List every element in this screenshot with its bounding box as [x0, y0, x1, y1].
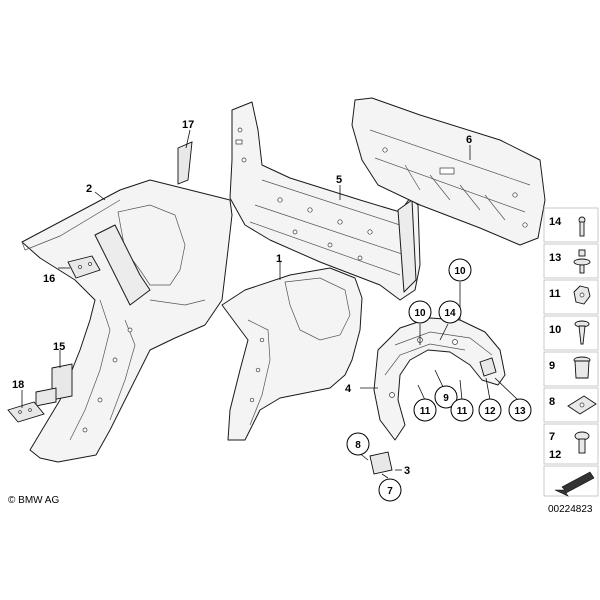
callout-11-left[interactable]: 11	[413, 398, 437, 422]
clip-nut-icon	[567, 395, 597, 415]
label-6: 6	[466, 134, 472, 146]
svg-text:7: 7	[387, 486, 393, 497]
svg-text:7: 7	[549, 431, 555, 443]
part-5-rail[interactable]	[229, 101, 421, 301]
callout-7[interactable]: 7	[378, 478, 402, 502]
label-15: 15	[53, 341, 65, 353]
part-17-strip[interactable]	[177, 141, 193, 185]
sidebar-item-14[interactable]: 14	[543, 207, 599, 243]
expansion-nut-icon	[573, 356, 591, 379]
callout-8[interactable]: 8	[346, 432, 370, 456]
callout-14[interactable]: 14	[438, 300, 462, 324]
callout-11-right[interactable]: 11	[450, 398, 474, 422]
direction-arrow-box	[543, 465, 599, 497]
part-3-bracket[interactable]	[369, 451, 393, 475]
callout-13[interactable]: 13	[508, 398, 532, 422]
svg-text:12: 12	[484, 406, 496, 417]
part-15-bracket[interactable]	[35, 363, 73, 407]
part-6-rear-panel[interactable]	[351, 97, 546, 246]
diagram-number: 00224823	[548, 504, 593, 515]
sidebar-item-11[interactable]: 11	[543, 279, 599, 315]
arrow-down-left-icon	[554, 471, 595, 497]
label-16: 16	[43, 273, 55, 285]
svg-text:11: 11	[457, 406, 468, 417]
sidebar-item-7-12[interactable]: 7 12	[543, 423, 599, 465]
label-5: 5	[336, 174, 342, 186]
fastener-sidebar: 14 13 11 10	[543, 207, 599, 497]
part-4-wheel-arch-liner[interactable]	[373, 317, 506, 441]
sidebar-item-10[interactable]: 10	[543, 315, 599, 351]
label-18: 18	[12, 379, 24, 391]
label-2: 2	[86, 183, 92, 195]
part-1-inner-panel[interactable]	[221, 267, 363, 441]
label-3: 3	[404, 465, 410, 477]
label-17: 17	[182, 119, 194, 131]
callout-10-top[interactable]: 10	[448, 258, 472, 282]
sidebar-item-13[interactable]: 13	[543, 243, 599, 279]
svg-text:9: 9	[443, 393, 449, 404]
push-pin-icon	[578, 216, 586, 237]
svg-text:10: 10	[414, 308, 426, 319]
callout-12[interactable]: 12	[478, 398, 502, 422]
svg-text:10: 10	[549, 324, 561, 336]
svg-text:11: 11	[549, 288, 561, 300]
svg-text:11: 11	[420, 406, 431, 417]
part-2-side-panel[interactable]	[21, 179, 233, 463]
svg-text:14: 14	[444, 308, 456, 319]
label-4: 4	[345, 383, 352, 395]
part-18-plate[interactable]	[7, 401, 45, 423]
sidebar-item-9[interactable]: 9	[543, 351, 599, 387]
copyright-text: © BMW AG	[8, 495, 59, 506]
callout-9[interactable]: 9	[434, 385, 458, 409]
svg-text:14: 14	[549, 216, 562, 228]
svg-text:9: 9	[549, 360, 555, 372]
svg-text:8: 8	[549, 396, 555, 408]
svg-text:13: 13	[549, 252, 561, 264]
label-1: 1	[276, 253, 282, 265]
callout-10[interactable]: 10	[408, 300, 432, 324]
rivet-icon	[573, 249, 591, 274]
screw-icon	[574, 320, 590, 345]
svg-text:10: 10	[454, 266, 466, 277]
svg-text:8: 8	[355, 440, 361, 451]
hex-nut-icon	[573, 285, 591, 305]
svg-text:13: 13	[514, 406, 526, 417]
svg-text:12: 12	[549, 449, 561, 461]
part-16-bracket[interactable]	[67, 255, 101, 279]
flange-bolt-icon	[574, 431, 590, 454]
sidebar-item-8[interactable]: 8	[543, 387, 599, 423]
leader-lines	[21, 129, 519, 479]
